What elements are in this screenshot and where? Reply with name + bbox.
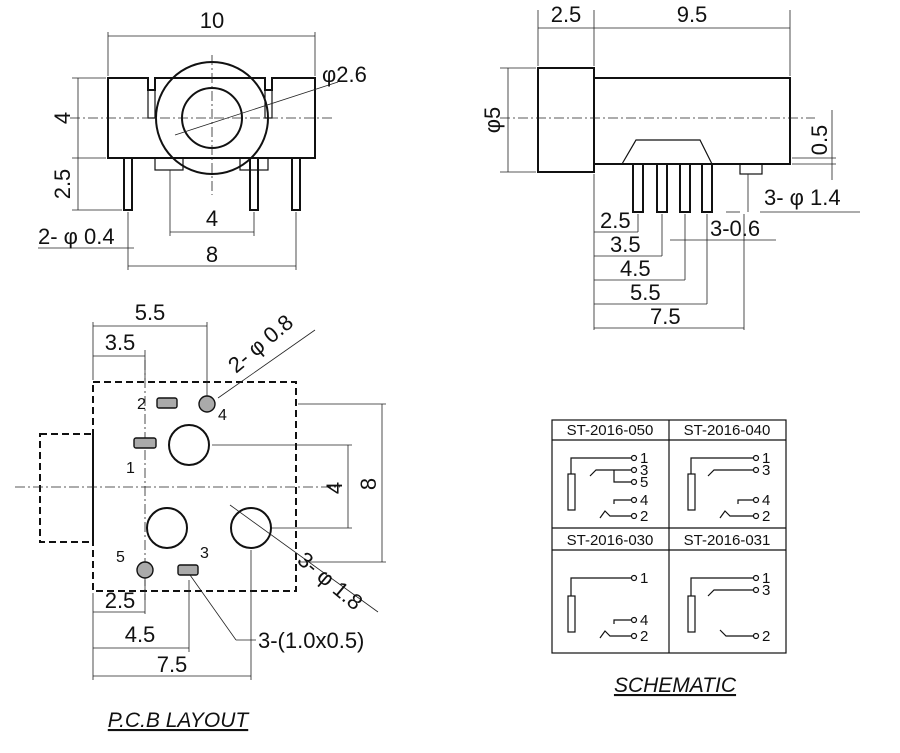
pcb-pin-2-label: 2	[137, 396, 146, 413]
pcb-pin-5-label: 5	[116, 549, 125, 566]
schematic-model-050: ST-2016-050	[567, 422, 654, 439]
schematic-030-pin: 2	[640, 628, 648, 645]
front-view: 10 φ2.6 4 2.5 4 8 2- φ 0.4	[38, 8, 367, 270]
schematic-040-pin: 4	[762, 492, 770, 509]
pcb-dim-4: 4	[322, 482, 347, 494]
schematic-050-pin: 5	[640, 474, 648, 491]
schematic-040-pin: 2	[762, 508, 770, 525]
schematic-031-symbol: 1 3 2	[687, 570, 770, 645]
schematic-050-pin: 2	[640, 508, 648, 525]
side-dim-5-5: 5.5	[630, 280, 661, 305]
schematic-031-pin: 3	[762, 582, 770, 599]
side-pin-dia-label: 3- φ 1.4	[764, 185, 841, 210]
schematic-040-pin: 3	[762, 462, 770, 479]
schematic-050-symbol: 1 3 5 4 2	[567, 450, 648, 525]
side-body-len-label: 9.5	[677, 2, 708, 27]
pcb-pin-1-label: 1	[126, 460, 135, 477]
schematic-030-symbol: 1 4 2	[567, 570, 648, 645]
pcb-dim-5-5: 5.5	[135, 300, 166, 325]
schematic-040-pin: 1	[762, 450, 770, 467]
pcb-dim-4-5: 4.5	[125, 622, 156, 647]
schematic-031-pin: 1	[762, 570, 770, 587]
schematic-030-pin: 1	[640, 570, 648, 587]
side-dim-7-5: 7.5	[650, 304, 681, 329]
side-dim-2-5: 2.5	[600, 208, 631, 233]
front-hole-dia-label: φ2.6	[322, 62, 367, 87]
front-pin-dia-label: 2- φ 0.4	[38, 224, 115, 249]
pcb-dim-8: 8	[356, 478, 381, 490]
pcb-layout: 5.5 3.5 2- φ 0.8 8 4 3- φ 1.8 3-(1.0x0.5…	[15, 300, 386, 732]
pcb-pin-4-label: 4	[218, 407, 227, 424]
schematic-040-symbol: 1 3 4 2	[687, 450, 770, 525]
pcb-caption: P.C.B LAYOUT	[108, 709, 251, 732]
schematic-050-pin: 4	[640, 492, 648, 509]
schematic-050-pin: 3	[640, 462, 648, 479]
schematic-caption: SCHEMATIC	[614, 674, 737, 697]
front-pin-height-label: 2.5	[50, 169, 75, 200]
side-dim-3-5: 3.5	[610, 232, 641, 257]
pcb-dim-7-5: 7.5	[157, 652, 188, 677]
side-pin-width-label: 3-0.6	[710, 216, 760, 241]
side-view: 2.5 9.5 φ5 0.5 3- φ 1.4 3-0.6 2.5 3.5 4.…	[480, 2, 860, 330]
schematic-model-030: ST-2016-030	[567, 532, 654, 549]
front-pin-spacing-label: 4	[206, 206, 218, 231]
pcb-large-hole-label: 3- φ 1.8	[293, 547, 368, 615]
side-dim-4-5: 4.5	[620, 256, 651, 281]
side-offset-label: 0.5	[807, 125, 832, 156]
side-dia-label: φ5	[480, 107, 505, 134]
front-body-height-label: 4	[50, 112, 75, 124]
pcb-small-hole-label: 2- φ 0.8	[223, 309, 298, 377]
schematic-model-040: ST-2016-040	[684, 422, 771, 439]
side-front-len-label: 2.5	[551, 2, 582, 27]
schematic-model-031: ST-2016-031	[684, 532, 771, 549]
schematic-050-pin: 1	[640, 450, 648, 467]
schematic-table: ST-2016-050 ST-2016-040 ST-2016-030 ST-2…	[551, 419, 787, 697]
front-pin-span-label: 8	[206, 242, 218, 267]
schematic-030-pin: 4	[640, 612, 648, 629]
front-width-label: 10	[200, 8, 224, 33]
schematic-031-pin: 2	[762, 628, 770, 645]
pcb-dim-2-5: 2.5	[105, 588, 136, 613]
pcb-pin-3-label: 3	[200, 545, 209, 562]
pcb-dim-3-5: 3.5	[105, 330, 136, 355]
pcb-slot-label: 3-(1.0x0.5)	[258, 628, 364, 653]
